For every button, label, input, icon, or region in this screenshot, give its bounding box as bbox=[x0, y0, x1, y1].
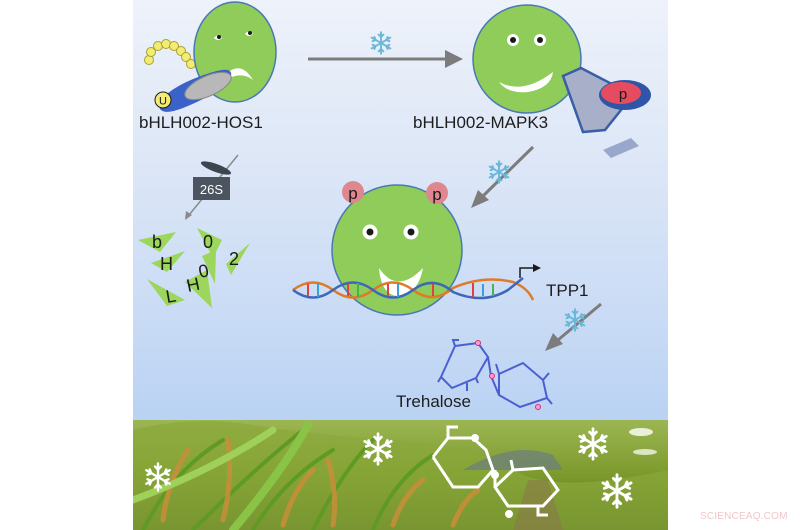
phospho-site-left: p bbox=[348, 184, 357, 203]
rice-field-background bbox=[133, 420, 668, 530]
proteasome-cap-icon bbox=[200, 161, 232, 175]
snowflake-icon bbox=[370, 31, 392, 55]
svg-text:H: H bbox=[160, 254, 173, 274]
mapk3-complex-label: bHLH002-MAPK3 bbox=[413, 113, 549, 132]
ubiquitin-chain-icon bbox=[144, 39, 196, 69]
cold-activation-arrow bbox=[308, 50, 463, 68]
dna-helix-icon bbox=[292, 277, 535, 301]
phospho-tag: p bbox=[619, 86, 627, 103]
hos1-ligase-icon: U bbox=[154, 69, 232, 112]
phosphorylation-arrow bbox=[471, 145, 535, 208]
hos1-complex-label: bHLH002-HOS1 bbox=[139, 113, 263, 132]
svg-text:H: H bbox=[185, 274, 202, 296]
proteasome-label: 26S bbox=[200, 182, 223, 197]
mapk3-kinase-icon: p bbox=[561, 66, 651, 158]
protein-fragments bbox=[138, 228, 250, 308]
watermark: SCIENCEAQ.COM bbox=[700, 511, 788, 522]
svg-text:0: 0 bbox=[203, 232, 213, 252]
proteasome-26s-box bbox=[193, 177, 230, 200]
svg-text:L: L bbox=[164, 286, 177, 307]
trehalose-label: Trehalose bbox=[396, 392, 471, 411]
ubiquitin-tag: U bbox=[159, 96, 167, 108]
happy-protein-bhlh002 bbox=[472, 4, 582, 114]
transcription-start-arrow bbox=[519, 264, 541, 278]
fragment-letters: b H L H 0 0 2 bbox=[152, 232, 239, 307]
trehalose-outline-icon bbox=[431, 425, 560, 518]
svg-text:b: b bbox=[152, 232, 162, 252]
trehalose-molecule-icon bbox=[437, 339, 553, 410]
tpp1-gene-label: TPP1 bbox=[546, 281, 589, 300]
phospho-site-right: p bbox=[432, 185, 441, 204]
diagram-panel: U p bbox=[133, 0, 668, 530]
svg-text:0: 0 bbox=[197, 260, 211, 282]
svg-text:2: 2 bbox=[229, 249, 239, 269]
